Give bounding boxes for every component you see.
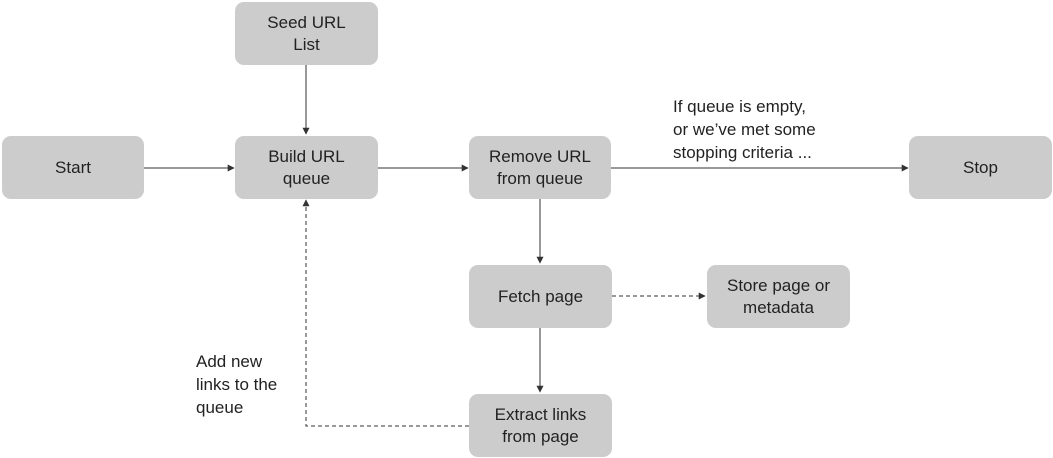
node-start: Start bbox=[2, 136, 144, 199]
add-links-label: Add new links to the queue bbox=[196, 352, 278, 417]
node-store-page: Store page or metadata bbox=[707, 265, 850, 328]
node-seed-url-list: Seed URL List bbox=[235, 2, 378, 65]
stop-condition-label: If queue is empty, or we’ve met some sto… bbox=[673, 97, 816, 162]
node-fetch-page: Fetch page bbox=[469, 265, 612, 328]
node-build-url-queue: Build URL queue bbox=[235, 136, 378, 199]
node-stop: Stop bbox=[909, 136, 1052, 199]
edge-extract-to-build bbox=[302, 199, 469, 427]
node-remove-url: Remove URL from queue bbox=[469, 136, 611, 199]
node-extract-links: Extract links from page bbox=[469, 394, 612, 457]
